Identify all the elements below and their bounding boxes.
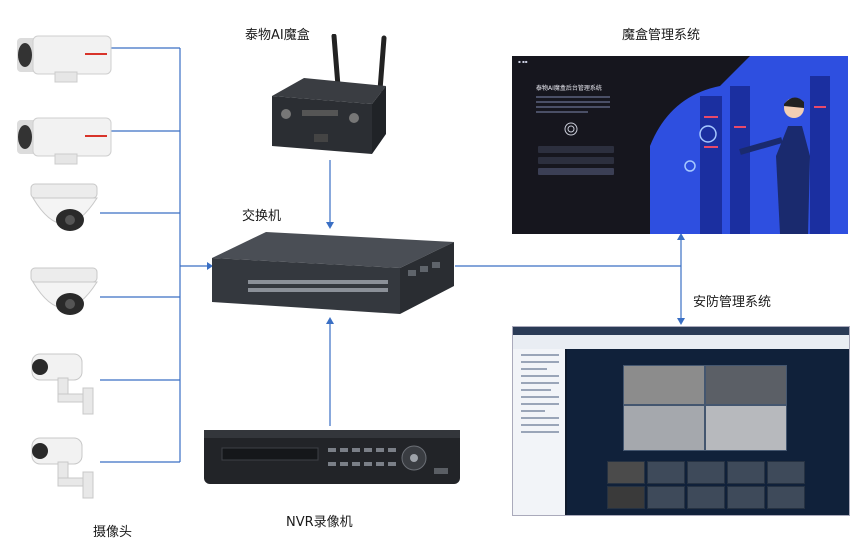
bullet-camera-2	[17, 117, 112, 165]
server-room-illustration	[650, 56, 848, 234]
sec-device-tree	[513, 349, 565, 515]
ai-box-device	[272, 34, 387, 154]
management-system-screen: ▪ ▪▪ 泰物AI魔盒后台管理系统	[512, 56, 848, 234]
network-switch	[212, 232, 454, 314]
sec-video-grid	[571, 357, 787, 457]
dome-camera-2	[30, 267, 98, 315]
password-field[interactable]	[538, 157, 614, 164]
cameras-label: 摄像头	[93, 525, 133, 540]
nvr-label: NVR录像机	[286, 515, 353, 530]
nvr-recorder	[204, 430, 460, 484]
ai-box-label: 泰物AI魔盒	[245, 28, 310, 43]
login-form	[538, 146, 614, 175]
switch-label: 交换机	[242, 209, 282, 224]
sec-title-bar	[513, 327, 849, 335]
mgmt-title: 泰物AI魔盒后台管理系统	[536, 85, 602, 92]
mgmt-logo: ▪ ▪▪	[518, 59, 528, 64]
sec-camera-thumbnails	[607, 459, 849, 513]
mgmt-description	[536, 96, 610, 116]
sec-toolbar	[513, 335, 849, 349]
bullet-camera-1	[17, 35, 112, 83]
security-system-screen	[512, 326, 850, 516]
login-button[interactable]	[538, 168, 614, 175]
fingerprint-icon	[564, 122, 578, 136]
ptz-camera-1	[31, 353, 94, 415]
management-system-label: 魔盒管理系统	[622, 28, 701, 43]
ptz-camera-2	[31, 437, 94, 499]
security-system-label: 安防管理系统	[693, 295, 772, 310]
username-field[interactable]	[538, 146, 614, 153]
dome-camera-1	[30, 183, 98, 231]
